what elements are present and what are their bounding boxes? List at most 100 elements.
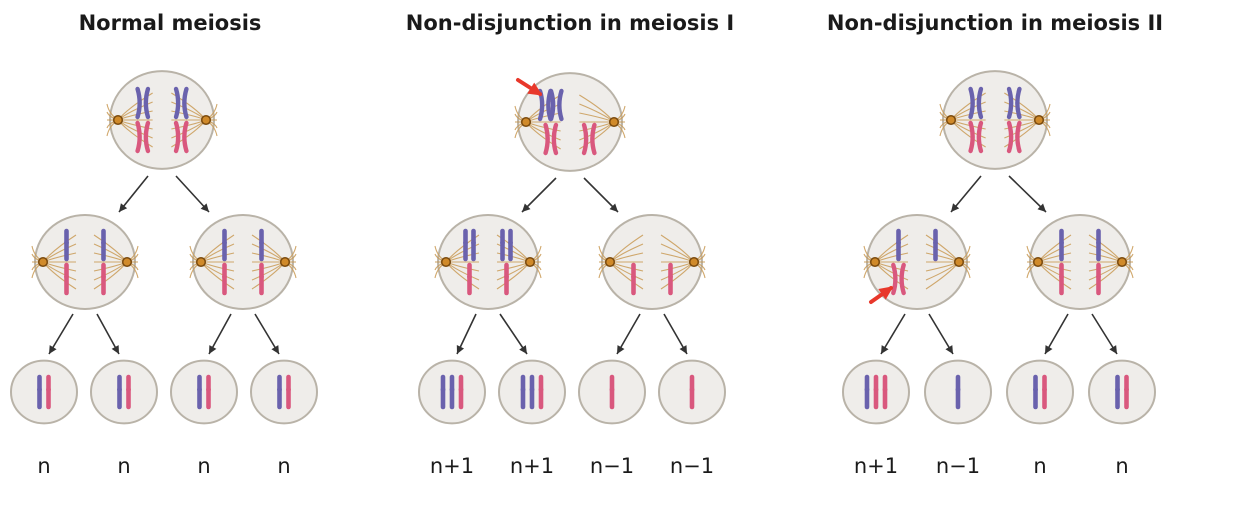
ploidy-labels: n+1 n+1 n−1 n−1 (430, 454, 714, 478)
maternal-chromosome (277, 374, 282, 410)
paternal-chromosome (173, 120, 189, 154)
cell-tree (418, 72, 726, 425)
paternal-chromosome (222, 262, 227, 296)
division-arrow (175, 175, 210, 213)
dividing-cell (189, 214, 297, 310)
maternal-chromosome (933, 228, 938, 262)
maternal-chromosome (440, 374, 446, 410)
paternal-chromosome (64, 262, 69, 296)
ploidy-label: n−1 (670, 454, 714, 478)
centrosome (520, 116, 532, 128)
gamete-cell (418, 359, 486, 425)
paternal-chromosome (581, 122, 597, 156)
maternal-chromosome (64, 228, 69, 262)
maternal-chromosome (1096, 228, 1101, 262)
dividing-cell (598, 214, 706, 310)
maternal-chromosome (508, 228, 513, 262)
ploidy-label: n+1 (510, 454, 554, 478)
maternal-chromosome (117, 374, 122, 410)
division-arrow (118, 175, 149, 213)
ploidy-label: n−1 (590, 454, 634, 478)
gamete-cell (250, 359, 318, 425)
gamete-cell (924, 359, 992, 425)
maternal-chromosome (37, 374, 42, 410)
maternal-chromosome (968, 86, 984, 120)
paternal-chromosome (467, 262, 472, 296)
gamete-cell (658, 359, 726, 425)
dividing-cell (863, 214, 971, 310)
dividing-cell (514, 72, 626, 172)
gamete-cell (90, 359, 158, 425)
spindle (1088, 234, 1134, 290)
division-arrow (950, 175, 982, 213)
division-arrow (880, 313, 906, 355)
gamete-cell (1006, 359, 1074, 425)
panel-nondisjunction-meiosis-2: Non-disjunction in meiosis II n+1 n−1 n … (827, 11, 1163, 478)
centrosome (1116, 256, 1128, 268)
maternal-chromosome (955, 374, 961, 410)
paternal-chromosome (101, 262, 106, 296)
dividing-cell (1026, 214, 1134, 310)
panel-title: Non-disjunction in meiosis I (406, 11, 734, 35)
centrosome (279, 256, 291, 268)
centrosome (1033, 114, 1045, 126)
spindle (1026, 234, 1072, 290)
division-arrow (456, 313, 477, 355)
maternal-chromosome (500, 228, 505, 262)
spindle (31, 234, 77, 290)
maternal-chromosome (197, 374, 202, 410)
maternal-chromosome (222, 228, 227, 262)
paternal-chromosome (668, 262, 673, 296)
maternal-chromosome (529, 374, 535, 410)
centrosome (112, 114, 124, 126)
division-arrow (499, 313, 528, 355)
panel-title: Normal meiosis (79, 11, 262, 35)
paternal-chromosome (538, 374, 544, 410)
paternal-chromosome (891, 262, 906, 296)
paternal-chromosome (286, 374, 291, 410)
division-arrow (254, 313, 280, 355)
dividing-cell (434, 214, 542, 310)
division-arrow (48, 313, 74, 355)
maternal-chromosome (864, 374, 870, 410)
paternal-chromosome (1096, 262, 1101, 296)
paternal-chromosome (46, 374, 51, 410)
dividing-cell (939, 70, 1051, 170)
centrosome (121, 256, 133, 268)
ploidy-label: n−1 (936, 454, 980, 478)
paternal-chromosome (882, 374, 888, 410)
centrosome (524, 256, 536, 268)
division-arrow (928, 313, 954, 355)
division-arrow (208, 313, 232, 355)
maternal-chromosome (259, 228, 264, 262)
ploidy-label: n (1115, 454, 1128, 478)
centrosome (200, 114, 212, 126)
ploidy-label: n (1033, 454, 1046, 478)
dividing-cell (31, 214, 139, 310)
division-arrow (1091, 313, 1118, 355)
maternal-chromosome (449, 374, 455, 410)
ploidy-label: n (277, 454, 290, 478)
dividing-cell (106, 70, 218, 170)
maternal-chromosome (1115, 374, 1120, 410)
spindle (106, 92, 153, 148)
panel-normal-meiosis: Normal meiosis n n n n (10, 11, 318, 478)
maternal-chromosome (135, 86, 151, 120)
paternal-chromosome (873, 374, 879, 410)
nondisjunction-arrow-icon (516, 78, 543, 96)
paternal-chromosome (631, 262, 636, 296)
spindle (598, 234, 644, 290)
spindle (189, 234, 235, 290)
paternal-chromosome (1059, 262, 1064, 296)
division-arrow (616, 313, 641, 355)
gamete-cell (1088, 359, 1156, 425)
paternal-chromosome (504, 262, 509, 296)
division-arrow (1044, 313, 1069, 355)
centrosome (688, 256, 700, 268)
paternal-chromosome (458, 374, 464, 410)
centrosome (953, 256, 965, 268)
maternal-chromosome (471, 228, 476, 262)
nondisjunction-arrow-icon (869, 286, 894, 304)
maternal-chromosome (1059, 228, 1064, 262)
